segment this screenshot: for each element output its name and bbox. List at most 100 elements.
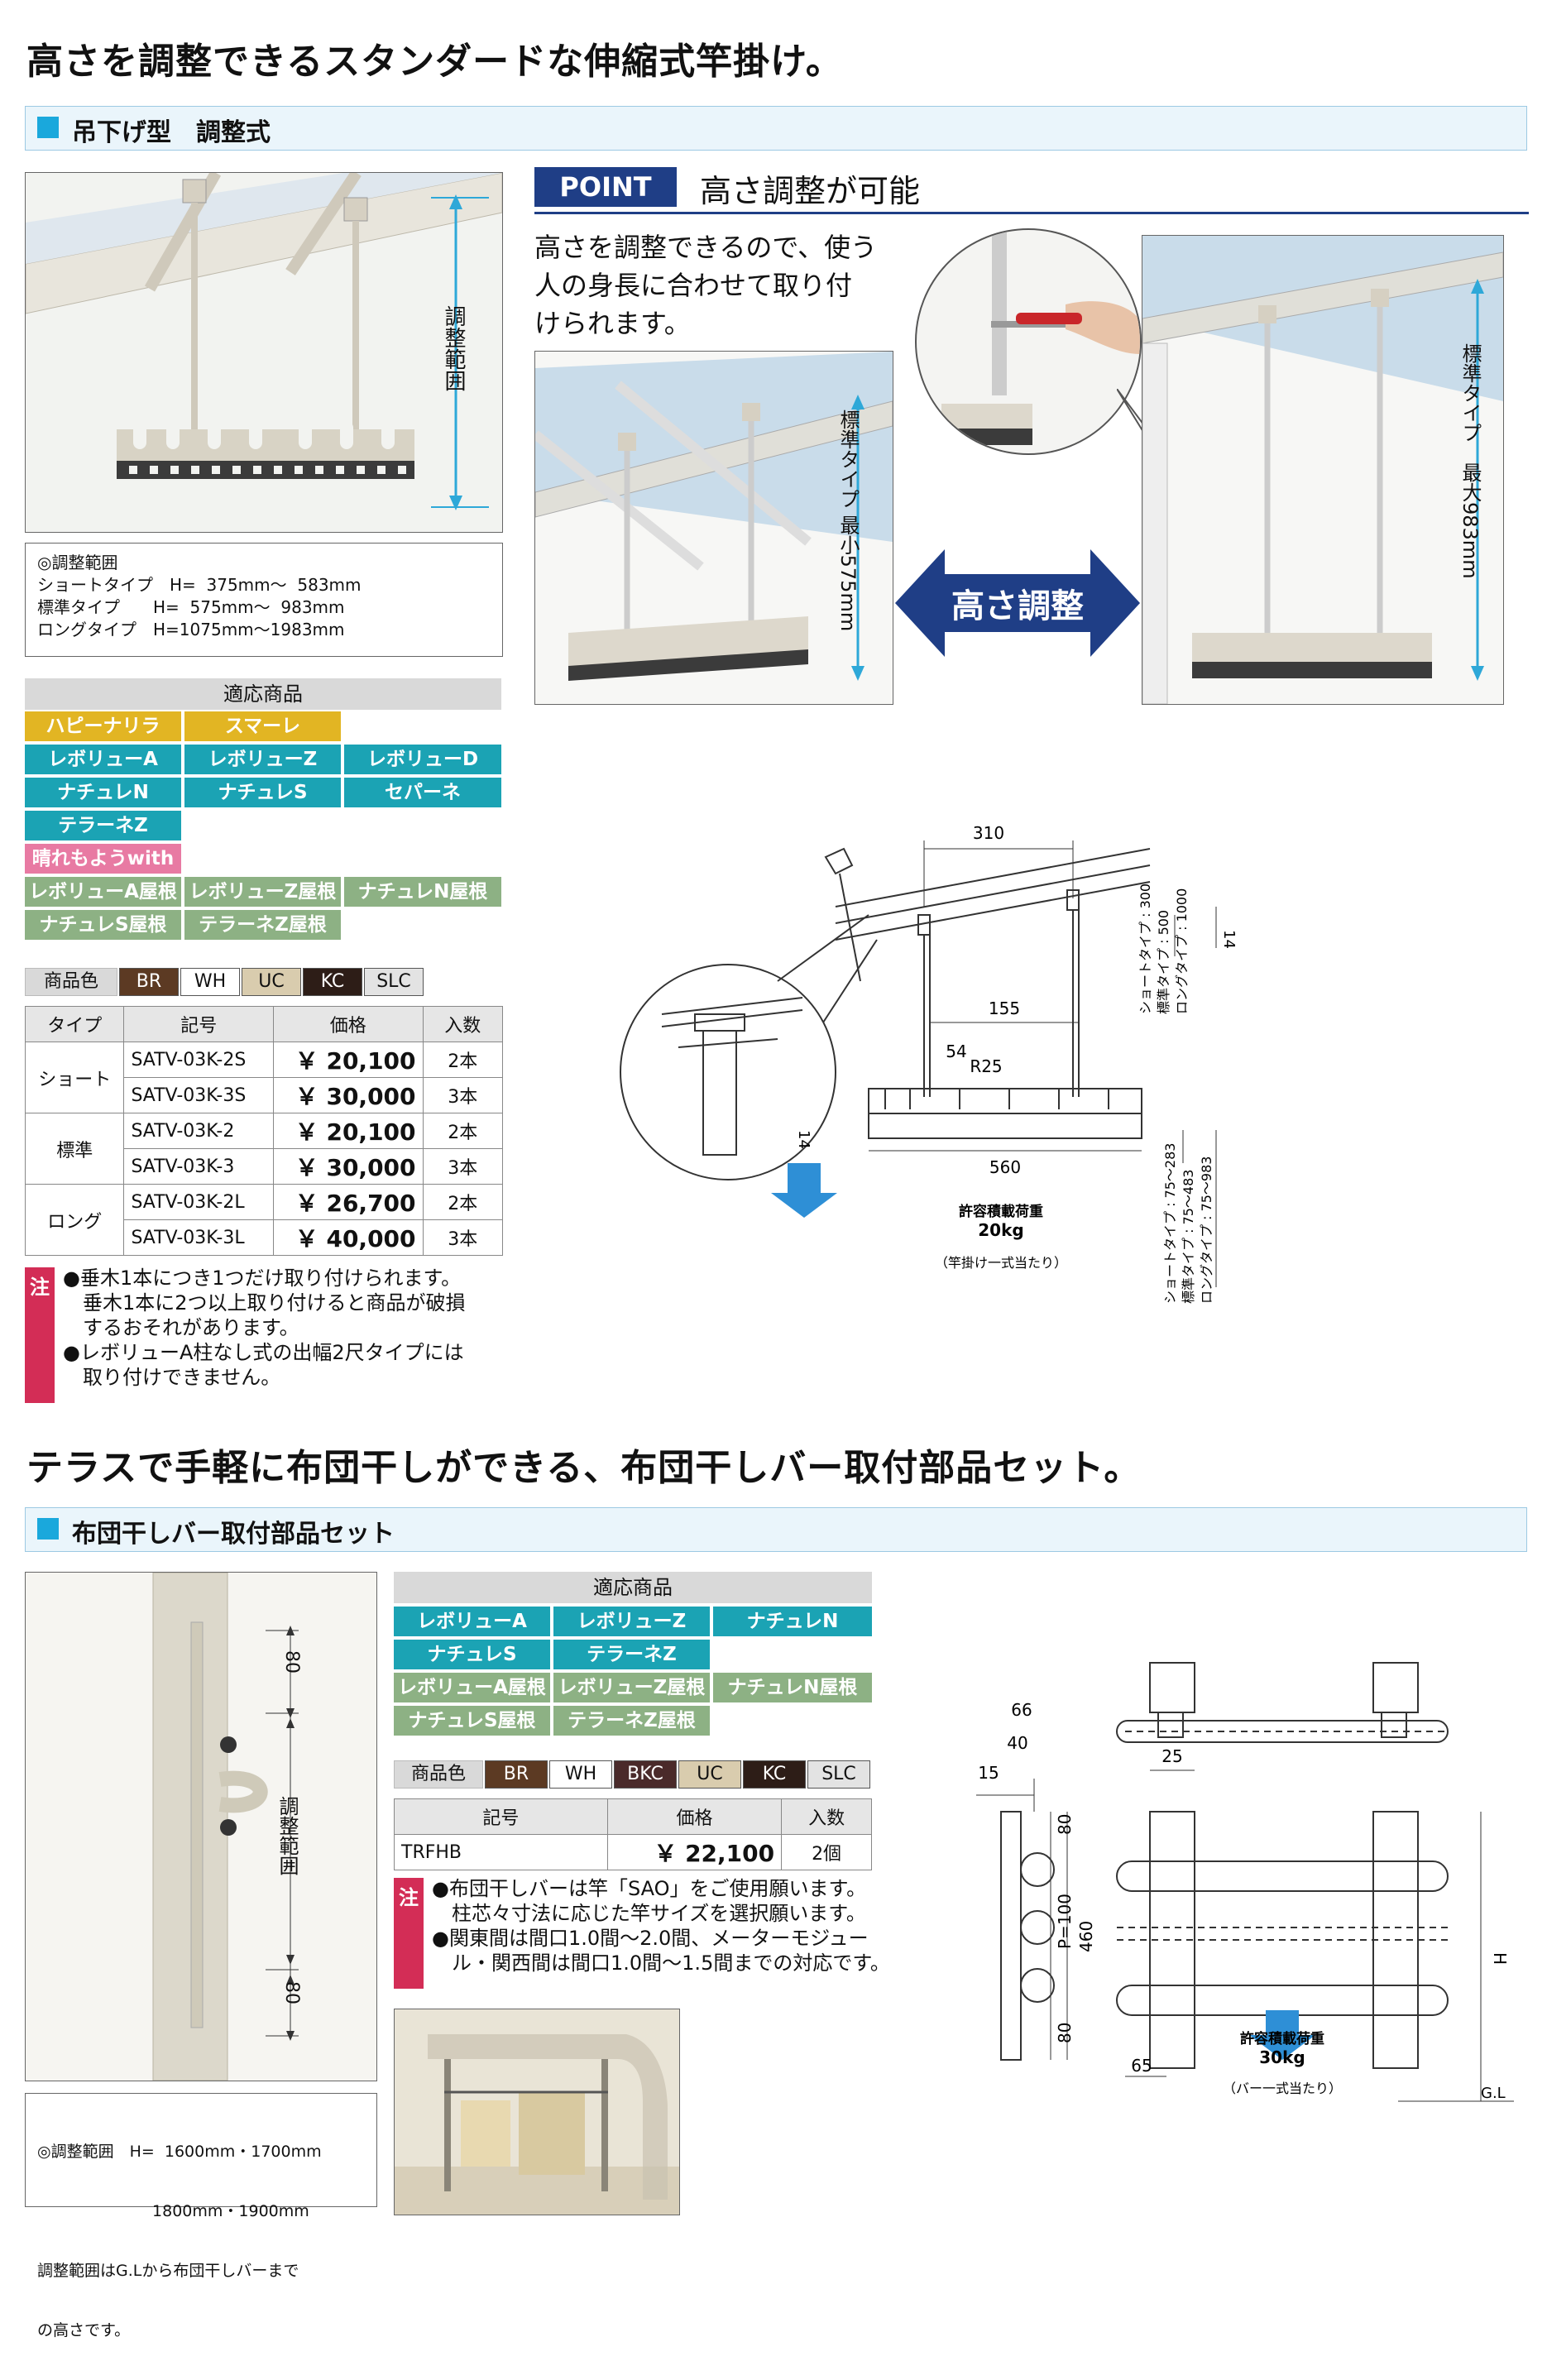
gl-label: G.L — [1481, 2085, 1506, 2102]
product-tag: レボリューA屋根 — [394, 1673, 550, 1702]
product-tag: ハピーナリラ — [25, 711, 181, 741]
min-height-label: 標準タイプ 最小575mm — [836, 409, 860, 632]
dim-h: H — [1490, 1952, 1510, 1965]
dim-560: 560 — [989, 1157, 1021, 1177]
top-type-long: ロングタイプ : 1000 — [1174, 888, 1190, 1014]
top-type-short: ショートタイプ : 300 — [1138, 884, 1153, 1014]
product-tag: スマーレ — [184, 711, 341, 741]
load-note-2: （バー一式当たり） — [1223, 2081, 1342, 2096]
price-cell: ￥ 26,700 — [272, 1184, 424, 1220]
bottom-type-short: ショートタイプ : 75〜283 — [1162, 1143, 1178, 1304]
price-cell: ￥ 30,000 — [272, 1077, 424, 1113]
product-tag: セパーネ — [344, 778, 501, 807]
qty-cell: 2本 — [422, 1042, 504, 1078]
max-height-label: 標準タイプ 最大983mm — [1458, 343, 1482, 579]
th-price: 価格 — [606, 1798, 783, 1835]
section-title-2: 布団干しバー取付部品セット — [72, 1520, 395, 1549]
product-tag: ナチュレN — [713, 1607, 872, 1636]
product-tag: テラーネZ屋根 — [553, 1706, 710, 1736]
color-swatch-uc: UC — [242, 968, 301, 996]
product-tag: レボリューA屋根 — [25, 877, 181, 907]
product-tag: レボリューD — [344, 745, 501, 774]
bottom-type-standard: 標準タイプ : 75〜483 — [1181, 1170, 1196, 1304]
post-adjust-range-label: 調整範囲 — [275, 1796, 299, 1875]
point-title: 高さ調整が可能 — [700, 173, 921, 209]
table-row: SATV-03K-3L ￥ 40,000 3本 — [26, 1219, 504, 1256]
point-badge: POINT — [534, 167, 677, 207]
note-line: 取り付けできません。 — [63, 1366, 281, 1389]
note-line: ●関東間は間口1.0間〜2.0間、メーターモジュー — [432, 1927, 869, 1950]
type-cell: ロング — [24, 1184, 125, 1256]
dim-p100: P=100 — [1055, 1894, 1075, 1949]
qty-cell: 3本 — [422, 1077, 504, 1113]
double-arrow-icon — [895, 549, 1140, 657]
dim-80-bottom: 80 — [1055, 2023, 1075, 2043]
futon-bar-technical-drawing: 66 40 15 80 P=100 460 80 25 65 H G.L 許容積… — [976, 1662, 1514, 2102]
notes-2: ●布団干しバーは竿「SAO」をご使用願います。 柱芯々寸法に応じた竿サイズを選択… — [432, 1876, 895, 1975]
color-swatch-wh: WH — [180, 968, 240, 996]
compatible-products-header-2: 適応商品 — [394, 1572, 872, 1603]
zoom-circle-photo — [915, 228, 1142, 455]
color-swatch-kc: KC — [303, 968, 362, 996]
dim-80-top: 80 — [1055, 1814, 1075, 1835]
product-tag: レボリューZ屋根 — [553, 1673, 710, 1702]
range-box-2: ◎調整範囲 H= 1600mm・1700mm 1800mm・1900mm 調整範… — [25, 2093, 377, 2339]
product-tag: テラーネZ — [25, 811, 181, 840]
point-text-line: 人の身長に合わせて取り付 — [534, 270, 853, 301]
load-value-1: 20kg — [978, 1220, 1023, 1240]
bottom-type-long: ロングタイプ : 75〜983 — [1199, 1156, 1214, 1304]
product-tag: レボリューZ屋根 — [184, 877, 341, 907]
type-cell: 標準 — [24, 1113, 125, 1185]
th-qty: 入数 — [422, 1006, 504, 1042]
qty-cell: 2本 — [422, 1113, 504, 1149]
post-photo: 80 80 調整範囲 — [25, 1572, 377, 2081]
range2-note: 調整範囲はG.Lから布団干しバーまで — [37, 2262, 299, 2280]
height-adjust-label: 高さ調整 — [951, 587, 1084, 625]
table-row: SATV-03K-3S ￥ 30,000 3本 — [26, 1077, 504, 1113]
note-mark-text: 注 — [399, 1886, 419, 1909]
color-swatch-br: BR — [119, 968, 179, 996]
section-bar-2: 布団干しバー取付部品セット — [25, 1507, 1527, 1552]
note-line: ●布団干しバーは竿「SAO」をご使用願います。 — [432, 1877, 867, 1900]
range2-line: ◎調整範囲 H= 1600mm・1700mm — [37, 2143, 322, 2161]
color-swatches-2: 商品色 BR WH BKC UC KC SLC — [394, 1760, 872, 1789]
price-cell: ￥ 20,100 — [272, 1113, 424, 1149]
product-tag: レボリューA — [25, 745, 181, 774]
load-label-1: 許容積載荷重 — [959, 1203, 1043, 1220]
product-tag: テラーネZ — [553, 1640, 710, 1669]
dim-155: 155 — [989, 998, 1020, 1018]
note-line: するおそれがあります。 — [63, 1316, 299, 1339]
table-row: TRFHB ￥ 22,100 2個 — [394, 1834, 872, 1870]
table-row: ロング SATV-03K-2L ￥ 26,700 2本 — [24, 1184, 504, 1256]
post-dim-80-bottom: 80 — [281, 1981, 302, 2004]
note-mark-text: 注 — [30, 1276, 50, 1299]
range-row-long: ロングタイプ H=1075mm〜1983mm — [37, 620, 345, 639]
product-tag: 晴れもようwith — [25, 844, 181, 874]
dim-r25: R25 — [970, 1056, 1002, 1076]
range-box-1: ◎調整範囲 ショートタイプ H= 375mm〜 583mm 標準タイプ H= 5… — [25, 543, 503, 657]
terrace-photo — [394, 2009, 680, 2215]
compatible-products-grid: ハピーナリラ スマーレ レボリューA レボリューZ レボリューD ナチュレN ナ… — [25, 711, 501, 951]
qty-cell: 2本 — [422, 1184, 504, 1220]
range-row-short: ショートタイプ H= 375mm〜 583mm — [37, 575, 362, 595]
product-tag: レボリューZ — [553, 1607, 710, 1636]
color-swatches-1: 商品色 BR WH UC KC SLC — [25, 968, 425, 996]
range2-line: 1800mm・1900mm — [37, 2202, 309, 2220]
price-cell: ￥ 20,100 — [272, 1042, 424, 1078]
qty-cell: 3本 — [422, 1148, 504, 1185]
color-swatch-wh: WH — [549, 1760, 612, 1789]
code-cell: TRFHB — [394, 1834, 608, 1870]
note-mark-2: 注 — [394, 1878, 424, 1989]
table-row: ショート SATV-03K-2S ￥ 20,100 2本 — [24, 1042, 504, 1113]
dim-310: 310 — [973, 823, 1004, 843]
qty-cell: 2個 — [781, 1834, 872, 1870]
price-table-1: タイプ 記号 価格 入数 ショート SATV-03K-2S ￥ 20,100 2… — [24, 1006, 504, 1256]
photo-min-height: 標準タイプ 最小575mm — [534, 351, 893, 705]
product-tag: ナチュレN屋根 — [344, 877, 501, 907]
colors-label: 商品色 — [394, 1760, 483, 1789]
price-cell: ￥ 22,100 — [606, 1834, 783, 1870]
range-title: ◎調整範囲 — [37, 553, 118, 572]
price-cell: ￥ 30,000 — [272, 1148, 424, 1185]
code-cell: SATV-03K-2 — [123, 1113, 274, 1149]
headline-1: 高さを調整できるスタンダードな伸縮式竿掛け。 — [26, 41, 843, 83]
